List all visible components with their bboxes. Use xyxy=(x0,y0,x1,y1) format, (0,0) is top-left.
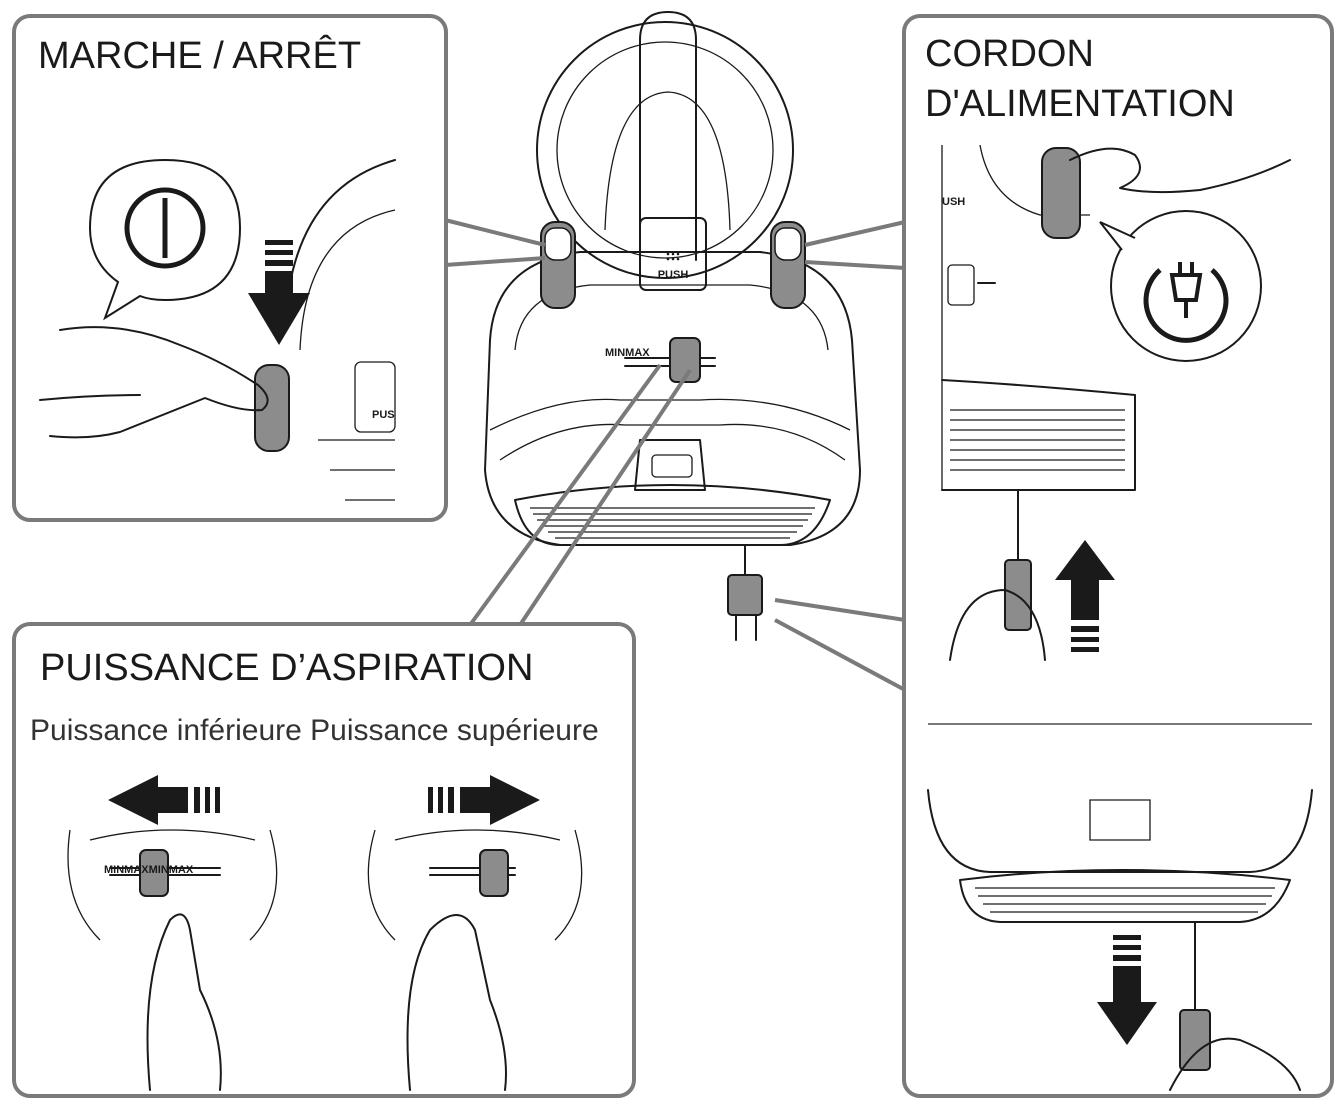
arrow-down-icon xyxy=(1097,935,1157,1045)
slider-label: MINMAX xyxy=(605,347,650,359)
power-panel-title: MARCHE / ARRÊT xyxy=(38,34,361,77)
power-button xyxy=(254,364,290,452)
leader-lines xyxy=(444,218,906,692)
power-detail-push: PUS xyxy=(372,409,395,421)
power-panel: MARCHE / ARRÊT PUS xyxy=(12,14,448,522)
power-icon xyxy=(124,187,206,269)
vacuum-body: PUSH MINMAX xyxy=(484,11,861,641)
arrow-left-icon xyxy=(108,775,220,825)
arrow-down-icon xyxy=(248,240,310,345)
suction-slider-label: MINMAXMINMAX xyxy=(104,864,194,876)
suction-panel-title: PUISSANCE D’ASPIRATION xyxy=(40,647,533,689)
push-label: PUSH xyxy=(658,269,689,281)
cord-detail-push: USH xyxy=(942,196,965,208)
cord-panel: CORDON D'ALIMENTATION USH xyxy=(902,14,1334,1098)
suction-slider-high xyxy=(479,849,509,897)
plug-icon xyxy=(1143,262,1229,343)
cord-panel-title-line2: D'ALIMENTATION xyxy=(925,83,1235,125)
cord-rewind-button xyxy=(1041,147,1081,239)
cord-panel-title-line1: CORDON xyxy=(925,33,1094,75)
arrow-right-icon xyxy=(428,775,540,825)
suction-slider-low xyxy=(139,849,169,897)
suction-caption: Puissance inférieure Puissance supérieur… xyxy=(30,714,599,747)
suction-panel: PUISSANCE D’ASPIRATION Puissance inférie… xyxy=(12,622,636,1098)
arrow-up-icon xyxy=(1055,540,1115,652)
